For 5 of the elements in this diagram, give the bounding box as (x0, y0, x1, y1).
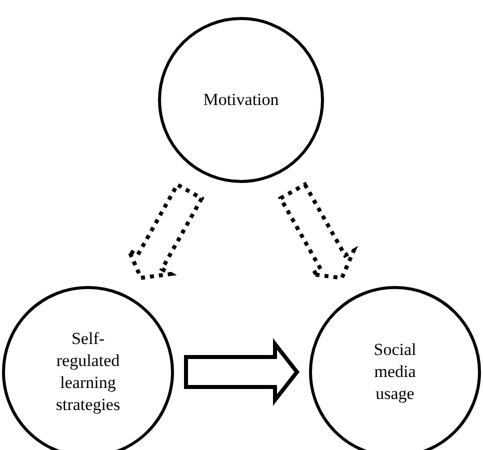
node-label: Self-regulated learning strategies (54, 328, 122, 416)
node-label: Motivation (203, 88, 279, 111)
dotted-block-arrow (278, 182, 358, 280)
node-label: Social media usage (372, 338, 418, 406)
block-arrow (184, 338, 300, 406)
